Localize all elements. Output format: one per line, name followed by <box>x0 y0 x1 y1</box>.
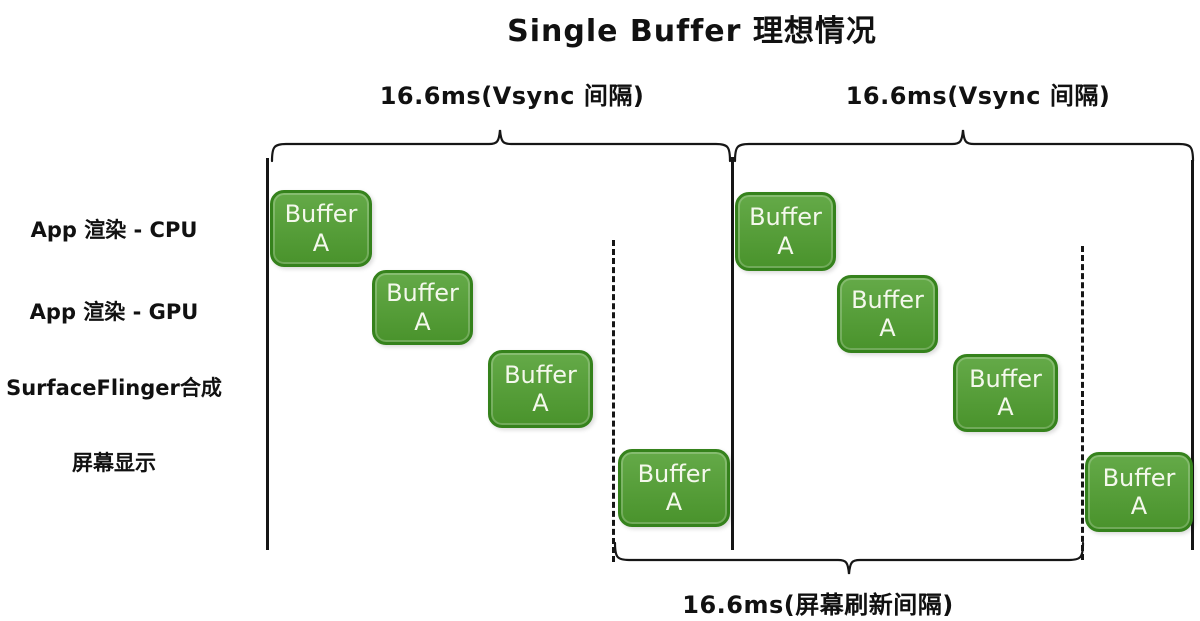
lane-label-app-render-cpu: App 渲染 - CPU <box>30 218 198 242</box>
buffer-box-cpu-cycle2: Buffer A <box>735 192 836 271</box>
vsync-boundary-line-2 <box>731 157 734 550</box>
vsync-brace-2 <box>733 129 1195 163</box>
screen-refresh-brace <box>613 541 1085 575</box>
buffer-box-cpu-cycle1: Buffer A <box>270 190 372 267</box>
lane-label-screen-display: 屏幕显示 <box>72 451 156 475</box>
lane-label-surfaceflinger: SurfaceFlinger合成 <box>6 376 222 400</box>
screen-refresh-dashed-line-1 <box>612 240 615 562</box>
screen-refresh-interval-label: 16.6ms(屏幕刷新间隔) <box>682 591 954 619</box>
buffer-box-gpu-cycle1: Buffer A <box>372 270 473 345</box>
vsync-brace-1 <box>270 129 732 163</box>
vsync-interval-label-2: 16.6ms(Vsync 间隔) <box>845 82 1111 110</box>
buffer-box-display-cycle1: Buffer A <box>618 449 730 527</box>
vsync-boundary-line-1 <box>266 158 269 550</box>
buffer-box-surfaceflinger-cycle1: Buffer A <box>488 350 593 428</box>
buffer-box-gpu-cycle2: Buffer A <box>837 275 938 353</box>
buffer-box-display-cycle2: Buffer A <box>1085 452 1193 532</box>
buffer-box-surfaceflinger-cycle2: Buffer A <box>953 354 1058 432</box>
vsync-boundary-line-3 <box>1191 160 1194 550</box>
vsync-interval-label-1: 16.6ms(Vsync 间隔) <box>379 82 645 110</box>
lane-label-app-render-gpu: App 渲染 - GPU <box>29 300 199 324</box>
screen-refresh-dashed-line-2 <box>1081 246 1084 560</box>
diagram-title: Single Buffer 理想情况 <box>507 14 877 49</box>
